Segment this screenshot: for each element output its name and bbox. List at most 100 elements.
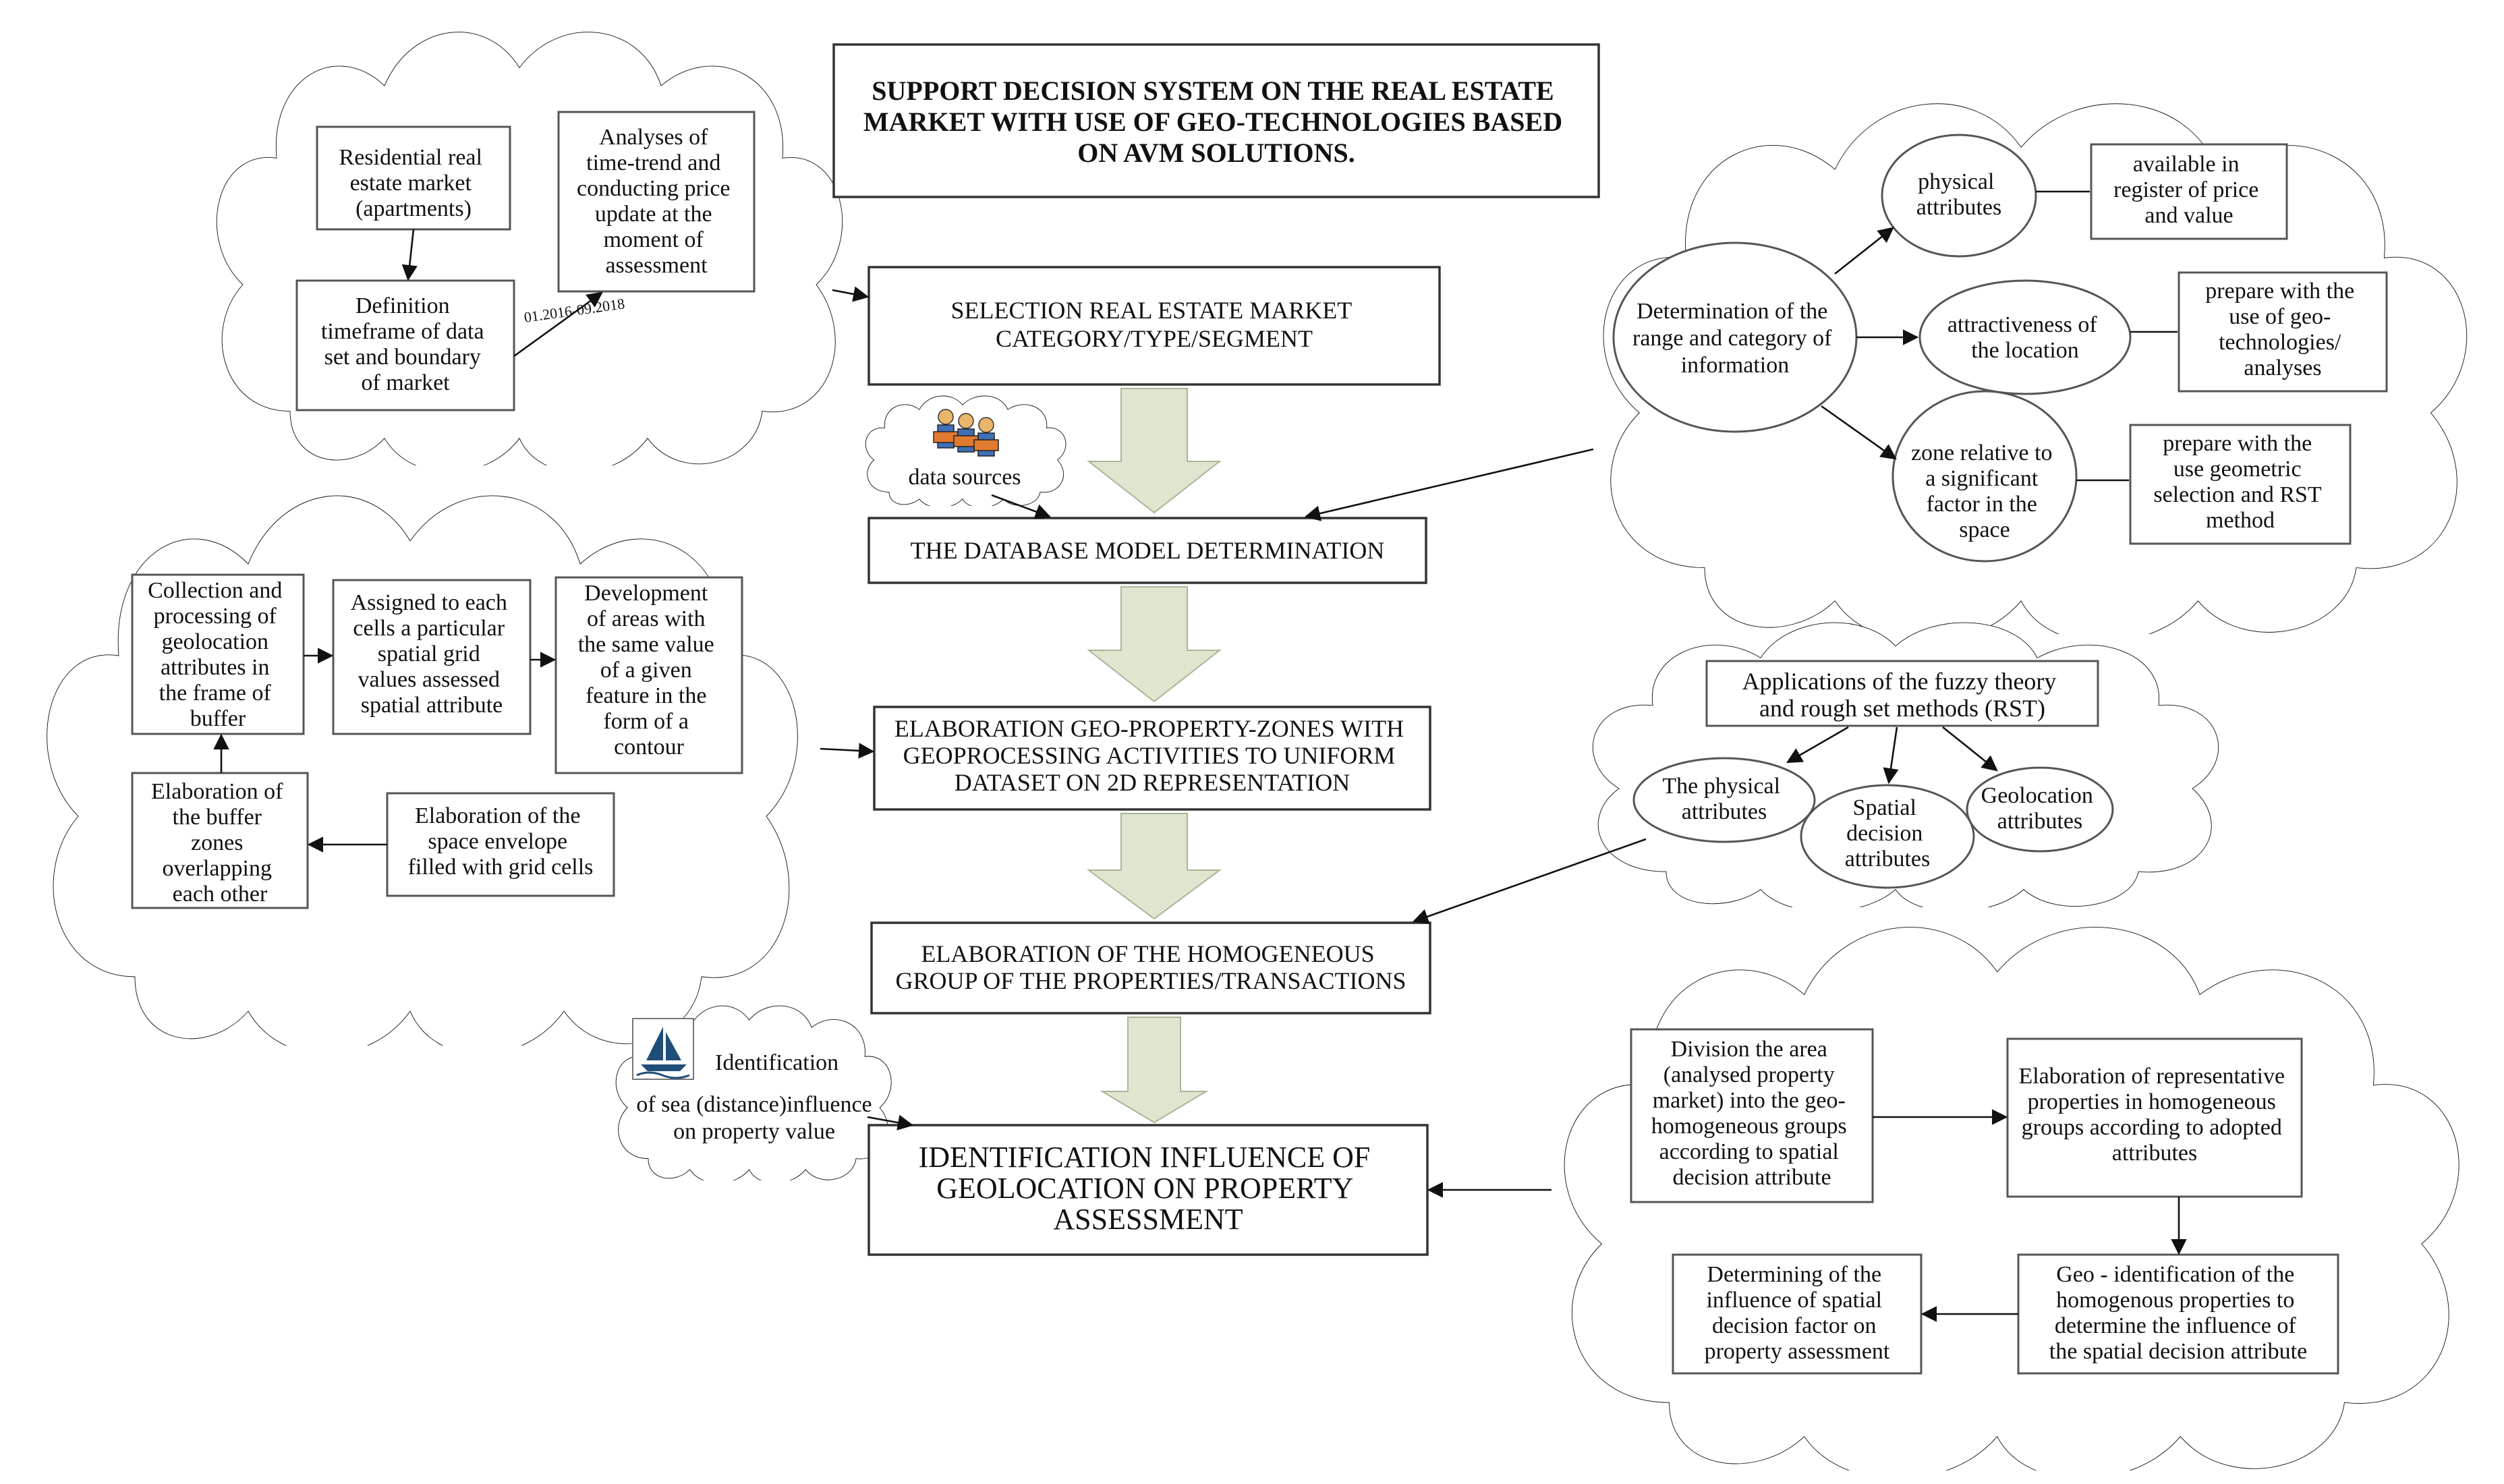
svg-text:SELECTION REAL ESTATE MARKET: SELECTION REAL ESTATE MARKET CATEGORY/TY… — [950, 297, 1357, 352]
fuzzy-spatial-line-1: Spatial — [1853, 795, 1916, 820]
homogeneous-line-1: ELABORATION OF THE HOMOGENEOUS — [921, 940, 1374, 967]
development-line-3: the same value — [578, 632, 714, 657]
envelope-box: Elaboration of the space envelope filled… — [386, 792, 615, 897]
determining-line-1: Determining of the — [1707, 1262, 1881, 1287]
assigned-line-3: spatial grid — [378, 641, 480, 666]
arrow-geoprocessing-geozones — [820, 743, 875, 759]
svg-text:Geolocation attributes: Geolocation attributes — [1981, 783, 2099, 834]
zone-note-line-1: prepare with the — [2163, 431, 2312, 456]
analyses-line-6: assessment — [605, 253, 708, 278]
residential-line-3: (apartments) — [355, 196, 472, 221]
assigned-line-2: cells a particular — [353, 616, 505, 641]
fuzzy-spatial-line-2: decision — [1846, 821, 1923, 846]
info-center-line-3: information — [1681, 353, 1790, 378]
geo-identification-box: Geo - identification of the homogenous p… — [2017, 1253, 2339, 1375]
arrow-fuzzy-physical — [1786, 726, 1849, 764]
analyses-box: Analyses of time-trend and conducting pr… — [557, 111, 756, 293]
people-icon — [933, 409, 999, 457]
analyses-line-4: update at the — [595, 202, 712, 227]
assigned-line-4: values assessed — [358, 667, 500, 692]
geozones-line-3: DATASET ON 2D REPRESENTATION — [955, 769, 1350, 796]
identification-line-1: IDENTIFICATION INFLUENCE OF — [919, 1141, 1371, 1174]
development-line-1: Development — [584, 581, 708, 606]
geo-identification-line-4: the spatial decision attribute — [2049, 1339, 2307, 1364]
sea-label-2: of sea (distance)influence — [636, 1092, 872, 1117]
svg-text:Definition timeframe of: Definition timeframe of data set and bou… — [321, 293, 490, 395]
division-line-1: Division the area — [1671, 1037, 1827, 1062]
residential-box: Residential real estate market (apartmen… — [316, 125, 511, 231]
info-center-line-2: range and category of — [1632, 326, 1832, 351]
representative-box: Elaboration of representative properties… — [2006, 1037, 2303, 1198]
collection-line-5: the frame of — [159, 681, 272, 706]
representative-line-4: attributes — [2112, 1141, 2198, 1166]
fuzzy-geolocation-line-2: attributes — [1997, 809, 2083, 834]
timeframe-line-3: set and boundary — [324, 345, 481, 370]
homogeneous-box: ELABORATION OF THE HOMOGENEOUS GROUP OF … — [870, 921, 1431, 1015]
physical-note-box: available in register of price and value — [2090, 143, 2288, 240]
svg-text:available in register of: available in register of price and value — [2113, 152, 2265, 228]
timeframe-box: Definition timeframe of data set and bou… — [295, 279, 515, 411]
representative-line-2: properties in homogeneous — [2028, 1089, 2276, 1114]
buffer-line-2: the buffer — [173, 805, 262, 830]
svg-text:physical attributes: physical attributes — [1916, 169, 2002, 220]
identification-line-2: GEOLOCATION ON PROPERTY — [936, 1172, 1353, 1205]
buffer-line-3: zones — [191, 830, 243, 855]
geo-identification-line-2: homogenous properties to — [2056, 1288, 2294, 1313]
arrow-information-database — [1304, 448, 1594, 521]
title-line-1: SUPPORT DECISION SYSTEM ON THE REAL ESTA… — [872, 76, 1554, 106]
physical-note-line-3: and value — [2144, 203, 2233, 228]
collection-box: Collection and processing of geolocation… — [131, 573, 305, 735]
svg-text:Determining of the influ: Determining of the influence of spatial … — [1705, 1262, 1890, 1364]
svg-text:Residential real estate: Residential real estate market (apartmen… — [339, 145, 488, 221]
development-line-7: contour — [614, 735, 685, 760]
determining-line-3: decision factor on — [1712, 1313, 1877, 1338]
fuzzy-geolocation-ellipse: Geolocation attributes — [1966, 766, 2114, 853]
database-line-1: THE DATABASE MODEL DETERMINATION — [911, 537, 1385, 564]
analyses-line-3: conducting price — [577, 176, 731, 201]
fuzzy-header-line-1: Applications of the fuzzy theory — [1742, 668, 2057, 695]
physical-note-line-1: available in — [2133, 152, 2240, 177]
geozones-line-1: ELABORATION GEO-PROPERTY-ZONES WITH — [894, 715, 1404, 742]
physical-line-2: attributes — [1916, 195, 2002, 220]
selection-box: SELECTION REAL ESTATE MARKET CATEGORY/TY… — [867, 266, 1441, 386]
location-ellipse: attractiveness of the location — [1918, 279, 2132, 395]
assigned-line-1: Assigned to each — [351, 590, 507, 615]
zone-note-line-3: selection and RST — [2153, 482, 2322, 507]
svg-text:Applications of the fuzzy theo: Applications of the fuzzy theory and rou… — [1742, 668, 2063, 722]
collection-line-1: Collection and — [148, 578, 282, 603]
buffer-line-1: Elaboration of — [151, 779, 283, 804]
zone-note-line-2: use geometric — [2173, 457, 2302, 482]
arrow-sea-identification — [867, 1114, 914, 1131]
flow-arrow-3 — [1086, 813, 1222, 920]
fuzzy-physical-line-1: The physical — [1662, 774, 1780, 799]
info-center-line-1: Determination of the — [1637, 299, 1827, 324]
svg-text:Spatial decision a: Spatial decision attributes — [1845, 795, 1931, 872]
zone-note-box: prepare with the use geometric selection… — [2129, 424, 2352, 545]
analyses-line-1: Analyses of — [599, 125, 708, 150]
svg-text:Development of areas wit: Development of areas with the same value… — [578, 581, 720, 760]
representative-line-3: groups according to adopted — [2022, 1115, 2282, 1140]
residential-line-1: Residential real — [339, 145, 482, 170]
geozones-line-2: GEOPROCESSING ACTIVITIES TO UNIFORM — [903, 742, 1396, 769]
geo-identification-line-1: Geo - identification of the — [2056, 1262, 2294, 1287]
residential-line-2: estate market — [350, 171, 472, 196]
arrow-data-sources-database — [991, 494, 1052, 519]
zone-ellipse: zone relative to a significant factor in… — [1891, 390, 2078, 563]
collection-line-2: processing of — [154, 604, 277, 629]
arrow-timeframe-analyses — [513, 291, 603, 358]
selection-line-1: SELECTION REAL ESTATE MARKET — [950, 297, 1352, 324]
physical-line-1: physical — [1918, 169, 1994, 194]
analyses-line-2: time-trend and — [586, 150, 720, 175]
division-line-2: (analysed property — [1663, 1062, 1835, 1087]
flow-arrow-1 — [1087, 388, 1222, 514]
determining-line-2: influence of spatial — [1706, 1288, 1882, 1313]
svg-text:Determination of the ran: Determination of the range and category … — [1632, 299, 1838, 378]
title-line-3: ON AVM SOLUTIONS. — [1077, 138, 1355, 168]
zone-line-3: factor in the — [1927, 492, 2037, 517]
identification-box: IDENTIFICATION INFLUENCE OF GEOLOCATION … — [867, 1124, 1429, 1256]
svg-text:Geo - identification of the: Geo - identification of the homogenous p… — [2049, 1262, 2307, 1364]
geozones-box: ELABORATION GEO-PROPERTY-ZONES WITH GEOP… — [873, 706, 1431, 811]
fuzzy-physical-ellipse: The physical attributes — [1632, 757, 1816, 843]
timeframe-line-1: Definition — [355, 293, 450, 318]
